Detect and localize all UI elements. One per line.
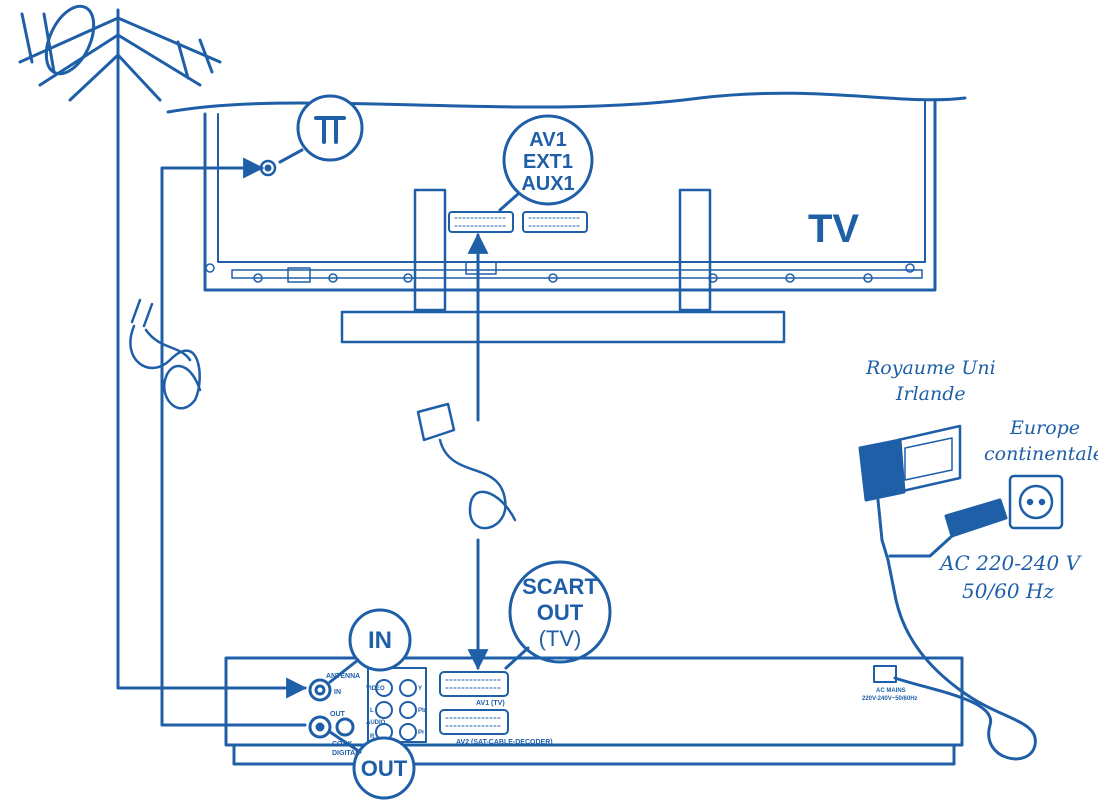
tv-antenna-socket (259, 159, 277, 177)
tv-scart-callout-line3: AUX1 (521, 173, 574, 195)
in-callout (328, 608, 412, 684)
recorder-device (224, 656, 964, 766)
device-antenna-label: ANTENNA (326, 673, 360, 680)
device-audio-label: AUDIO (366, 720, 386, 726)
device-ant-in-label: IN (334, 689, 341, 696)
tv-label: TV (808, 207, 859, 251)
uk-label-line1: Royaume Uni (865, 357, 996, 379)
scart-out-callout (504, 560, 612, 670)
coax-cable (160, 157, 307, 727)
scart-out-line1: SCART (522, 574, 598, 599)
uk-socket-icon (896, 424, 962, 494)
tv-scart-callout-line1: AV1 (529, 129, 566, 151)
scart-cable-coil-icon (416, 402, 517, 530)
device-r-label: R (370, 734, 375, 740)
antenna-cable (116, 118, 308, 699)
out-callout (328, 730, 416, 800)
scart-out-line2: OUT (537, 600, 584, 625)
uk-plug-icon (858, 438, 906, 542)
tv-scart-callout-line2: EXT1 (523, 151, 573, 173)
eu-label-line2: continentale (984, 443, 1098, 465)
spec-line1: AC 220-240 V (938, 551, 1083, 575)
device-l-label: L (370, 708, 374, 714)
device-ac-mains-label1: AC MAINS (876, 688, 906, 694)
out-callout-label: OUT (361, 756, 408, 781)
uk-label-line2: Irlande (895, 383, 966, 405)
eu-socket-icon (1008, 474, 1064, 530)
device-video-label: VIDEO (366, 686, 385, 692)
antenna-icon (18, 4, 222, 122)
tv-scart-callout (498, 114, 594, 212)
tv-body (166, 91, 967, 344)
eu-label-line1: Europe (1009, 417, 1080, 439)
spec-line2: 50/60 Hz (962, 579, 1054, 603)
eu-plug-icon (888, 498, 1008, 558)
device-av2-label: AV2 (SAT-CABLE-DECODER) (456, 739, 553, 746)
tv-scart-sockets (448, 211, 588, 233)
device-digital-label: DIGITAL (332, 750, 360, 757)
device-ant-out-label: OUT (330, 711, 346, 718)
device-coax-label: COAX (332, 741, 353, 748)
antenna-callout (278, 94, 364, 164)
device-pb-label: Pb (418, 708, 426, 714)
scart-out-line3: (TV) (539, 626, 582, 651)
device-ac-mains-label2: 220V-240V~50/60Hz (862, 696, 918, 702)
device-y-label: Y (418, 686, 422, 692)
device-pr-label: Pr (418, 730, 425, 736)
text-layer: TV AV1 EXT1 AUX1 SCART OUT (TV) IN OUT R… (326, 129, 1098, 781)
in-callout-label: IN (368, 627, 392, 654)
coax-cable-coil-icon (129, 298, 202, 410)
device-av1-label: AV1 (TV) (476, 700, 505, 707)
power-cable (880, 538, 1037, 761)
